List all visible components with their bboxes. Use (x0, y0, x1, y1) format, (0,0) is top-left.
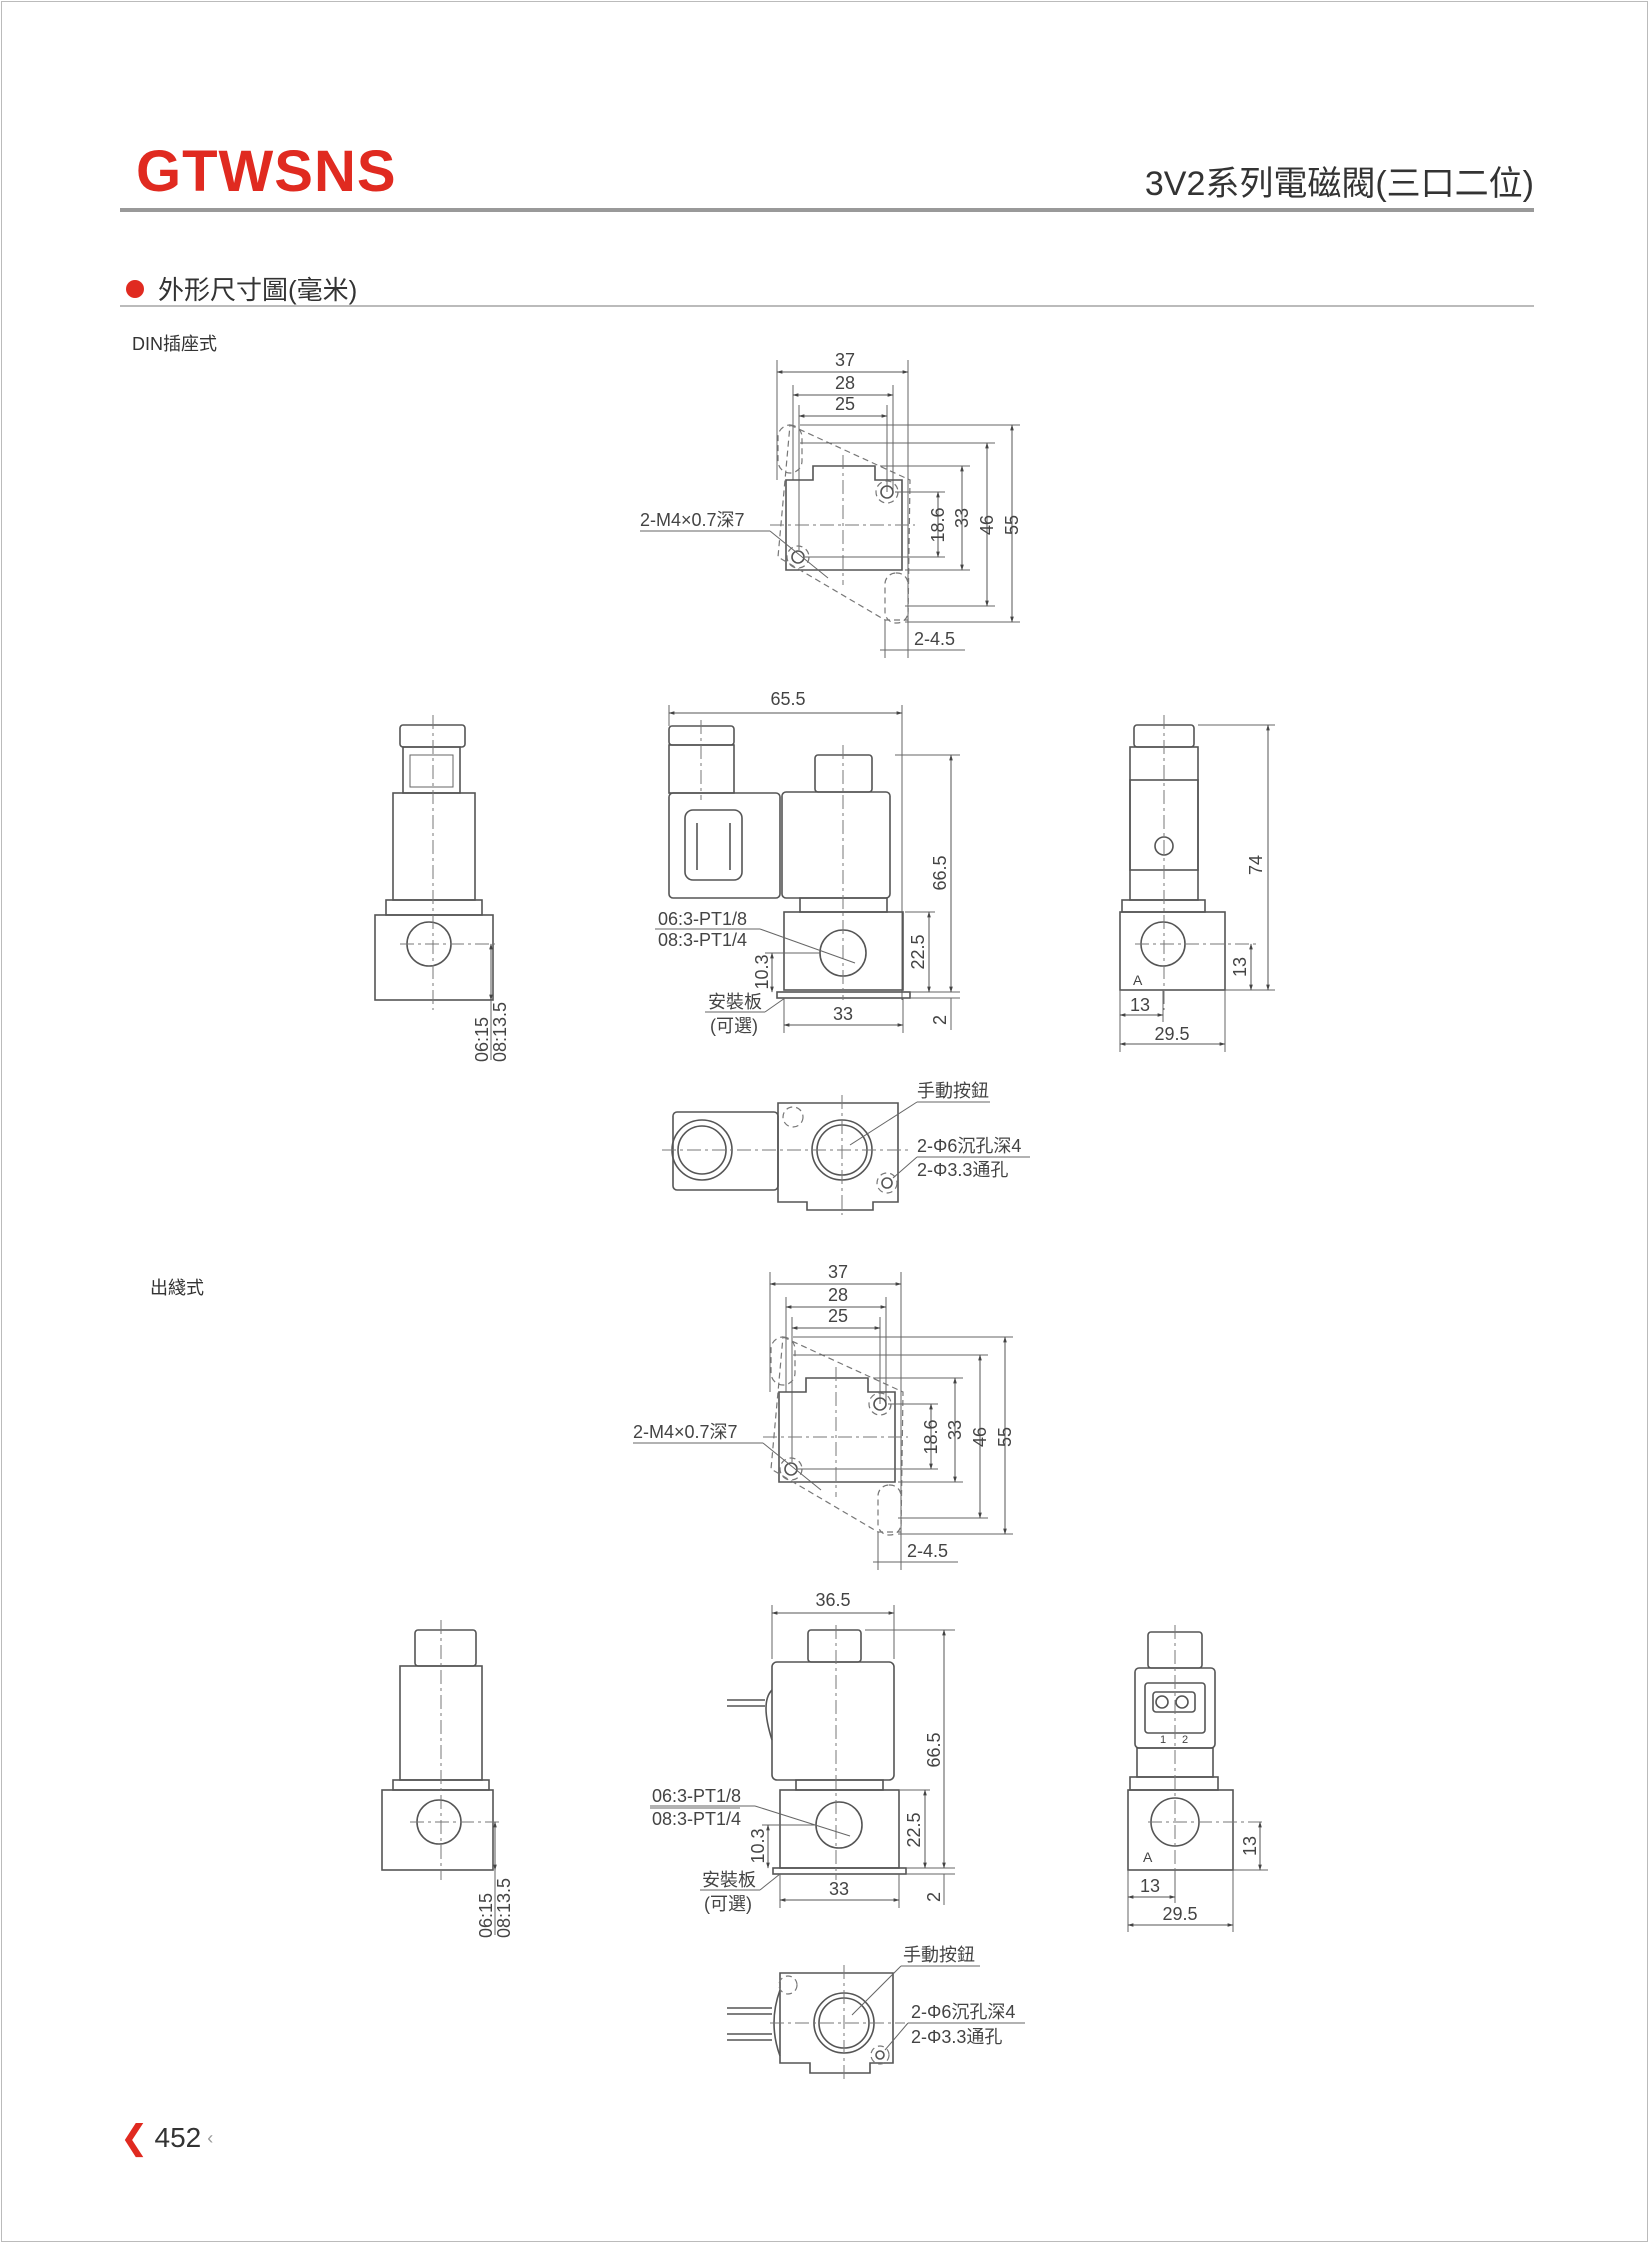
slot-callout: 2-4.5 (907, 1541, 948, 1561)
dim-13-vertical: 13 (1240, 1836, 1260, 1856)
dim-25: 25 (828, 1306, 848, 1326)
dim-13-vertical: 13 (1230, 957, 1250, 977)
pin-1-label: 1 (1160, 1734, 1166, 1746)
dim-28: 28 (835, 373, 855, 393)
dim-2: 2 (930, 1015, 950, 1025)
dim-33: 33 (829, 1879, 849, 1899)
page-number-value: 452 (154, 2122, 202, 2153)
din-type-label: DIN插座式 (132, 334, 217, 354)
section-divider (120, 305, 1534, 307)
section-heading: 外形尺寸圖(毫米) (126, 270, 357, 307)
din-front-view: 65.5 66.5 22.5 10.3 2 33 06:3-PT1/8 08:3… (655, 689, 960, 1036)
dim-22-5: 22.5 (908, 934, 928, 969)
wire-right-view: 1 2 A 13 13 29.5 (1127, 1625, 1268, 1932)
port-height-08: 08:13.5 (490, 1002, 510, 1062)
through-hole-callout: 2-Φ3.3通孔 (911, 2027, 1002, 2047)
dim-46: 46 (970, 1427, 990, 1447)
dim-46: 46 (977, 515, 997, 535)
manual-button-label: 手動按鈕 (903, 1945, 975, 1965)
dim-36-5: 36.5 (815, 1590, 850, 1610)
slot-callout: 2-4.5 (914, 629, 955, 649)
dim-37: 37 (828, 1262, 848, 1282)
din-right-view: A 74 13 13 29.5 (1119, 715, 1275, 1052)
wire-front-view: 36.5 66.5 22.5 10.3 2 33 06:3-PT1/8 08:3… (650, 1590, 955, 1914)
port-spec-06: 06:3-PT1/8 (658, 909, 747, 929)
mounting-plate-label: 安裝板 (708, 992, 762, 1012)
pin-2-label: 2 (1182, 1734, 1188, 1746)
brand-logo: GTWSNS (136, 139, 397, 204)
dim-13-horizontal: 13 (1140, 1876, 1160, 1896)
dim-66-5: 66.5 (930, 855, 950, 890)
din-top-view: 37 28 25 18.6 33 46 55 2-M4×0.7深7 2-4.5 (640, 350, 1022, 658)
dim-37: 37 (835, 350, 855, 370)
port-a-label: A (1143, 1849, 1153, 1865)
dim-25: 25 (835, 394, 855, 414)
dim-29-5: 29.5 (1154, 1024, 1189, 1044)
dim-2: 2 (924, 1892, 944, 1902)
thread-callout: 2-M4×0.7深7 (633, 1422, 738, 1442)
port-height-06: 06:15 (476, 1893, 496, 1938)
dim-66-5: 66.5 (924, 1732, 944, 1767)
page-number: ❮ 452 ‹ (120, 2118, 213, 2158)
dim-74: 74 (1246, 855, 1266, 875)
dim-55: 55 (1002, 515, 1022, 535)
din-bottom-view: 手動按鈕 2-Φ6沉孔深4 2-Φ3.3通孔 (662, 1081, 1030, 1215)
optional-label: (可選) (704, 1894, 752, 1914)
section-title: 外形尺寸圖(毫米) (158, 275, 358, 305)
port-height-06: 06:15 (472, 1017, 492, 1062)
dim-18-6: 18.6 (928, 507, 948, 542)
dim-33: 33 (952, 508, 972, 528)
optional-label: (可選) (710, 1016, 758, 1036)
port-a-label: A (1133, 972, 1143, 988)
dim-22-5: 22.5 (904, 1812, 924, 1847)
dim-13-horizontal: 13 (1130, 995, 1150, 1015)
chevron-left-small-icon: ‹ (207, 2127, 214, 2148)
din-left-view: 06:15 08:13.5 (374, 715, 510, 1062)
dim-65-5: 65.5 (770, 689, 805, 709)
wire-bottom-view: 手動按鈕 2-Φ6沉孔深4 2-Φ3.3通孔 (727, 1945, 1025, 2080)
dim-10-3: 10.3 (748, 1828, 768, 1863)
dim-28: 28 (828, 1285, 848, 1305)
wire-type-label: 出綫式 (150, 1278, 204, 1298)
port-height-08: 08:13.5 (494, 1878, 514, 1938)
bullet-icon (126, 279, 144, 298)
header-divider (120, 208, 1534, 212)
port-spec-08: 08:3-PT1/4 (652, 1809, 741, 1829)
port-spec-06: 06:3-PT1/8 (652, 1786, 741, 1806)
wire-left-view: 06:15 08:13.5 (381, 1620, 514, 1938)
dim-33: 33 (833, 1004, 853, 1024)
thread-callout: 2-M4×0.7深7 (640, 510, 745, 530)
dim-10-3: 10.3 (752, 954, 772, 989)
manual-button-label: 手動按鈕 (917, 1081, 989, 1101)
through-hole-callout: 2-Φ3.3通孔 (917, 1160, 1008, 1180)
page-title: 3V2系列電磁閥(三口二位) (1144, 165, 1534, 203)
port-spec-08: 08:3-PT1/4 (658, 930, 747, 950)
chevron-left-icon: ❮ (120, 2119, 149, 2157)
mounting-plate-label: 安裝板 (702, 1870, 756, 1890)
dim-33: 33 (945, 1420, 965, 1440)
counterbore-callout: 2-Φ6沉孔深4 (917, 1136, 1021, 1156)
dim-55: 55 (995, 1427, 1015, 1447)
counterbore-callout: 2-Φ6沉孔深4 (911, 2002, 1015, 2022)
wire-top-view: 37 28 25 18.6 33 46 55 2-M4×0.7深7 2-4.5 (633, 1262, 1015, 1570)
dim-29-5: 29.5 (1162, 1904, 1197, 1924)
dim-18-6: 18.6 (921, 1419, 941, 1454)
